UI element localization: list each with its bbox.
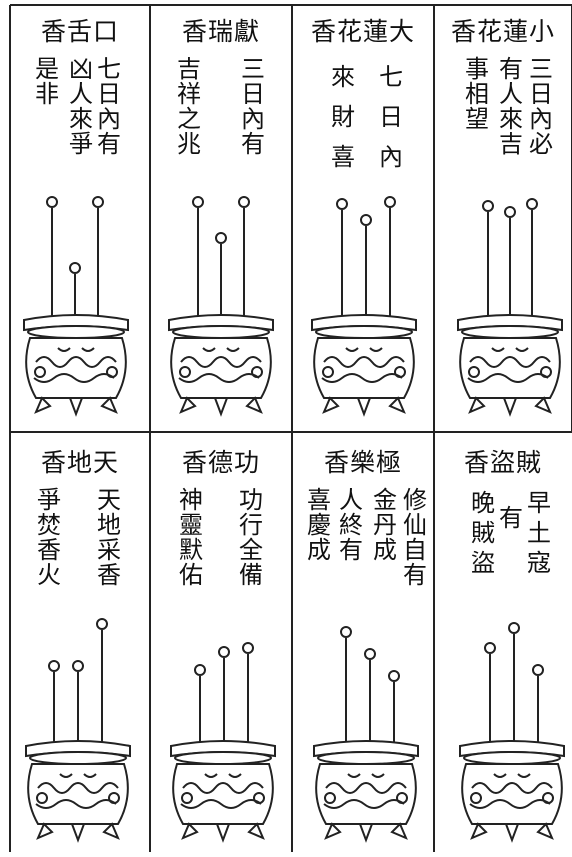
verse-column: 七日內 bbox=[379, 63, 403, 171]
verse-column: 喜慶成 bbox=[307, 486, 331, 564]
verse-column: 修仙自有 bbox=[403, 486, 427, 589]
panel-7: 香樂極 修仙自有 金丹成 人終有 喜慶成 bbox=[292, 432, 434, 852]
censer-icon bbox=[311, 314, 417, 415]
panel-6: 香德功 功行全備 神靈默佑 bbox=[150, 432, 292, 852]
verse-column: 三日內有 bbox=[241, 55, 265, 158]
panel-verse: 功行全備 神靈默佑 bbox=[150, 488, 292, 618]
panel-verse: 修仙自有 金丹成 人終有 喜慶成 bbox=[292, 488, 434, 618]
frame bbox=[9, 4, 572, 852]
panel-title: 香德功 bbox=[181, 448, 260, 477]
censer-icon bbox=[25, 740, 131, 841]
verse-column: 天地采香 bbox=[97, 486, 121, 589]
panel-verse: 七日內 來財喜 bbox=[292, 57, 434, 187]
panel-5: 香地天 天地采香 爭焚香火 bbox=[10, 432, 150, 852]
incense-sticks bbox=[46, 196, 104, 322]
incense-sticks bbox=[482, 198, 538, 322]
verse-column: 神靈默佑 bbox=[179, 486, 203, 589]
verse-column: 七日內有 bbox=[97, 55, 121, 158]
censer-icon bbox=[313, 740, 419, 841]
verse-column: 晚賊盜 bbox=[471, 489, 495, 577]
verse-column: 是非 bbox=[35, 55, 59, 108]
verse-column: 三日內必 bbox=[529, 55, 553, 158]
verse-column: 事相望 bbox=[465, 55, 489, 133]
verse-column: 人終有 bbox=[339, 486, 363, 564]
panel-verse: 三日內有 吉祥之兆 bbox=[150, 57, 292, 187]
verse-column: 來財喜 bbox=[331, 63, 355, 171]
verse-column: 吉祥之兆 bbox=[177, 55, 201, 158]
censer-icon bbox=[459, 740, 565, 841]
panel-verse: 早土寇 有 晚賊盜 bbox=[434, 488, 572, 618]
panel-title: 香舌口 bbox=[40, 17, 119, 46]
panel-3: 香花蓮大 七日內 來財喜 bbox=[292, 5, 434, 430]
incense-sticks bbox=[192, 196, 250, 322]
censer-icon bbox=[170, 740, 276, 841]
panel-title: 香瑞獻 bbox=[181, 17, 260, 46]
verse-column: 早土寇 bbox=[527, 489, 551, 577]
incense-sticks bbox=[340, 626, 400, 748]
panel-4: 香花蓮小 三日內必 有人來吉 事相望 bbox=[434, 5, 572, 430]
panel-title: 香花蓮小 bbox=[450, 17, 555, 46]
verse-column: 金丹成 bbox=[373, 486, 397, 564]
panel-title: 香花蓮大 bbox=[310, 17, 415, 46]
panel-title: 香樂極 bbox=[323, 448, 402, 477]
verse-column: 凶人來爭 bbox=[69, 55, 93, 158]
verse-column: 功行全備 bbox=[239, 486, 263, 589]
panel-title: 香地天 bbox=[40, 448, 119, 477]
incense-sticks bbox=[484, 622, 544, 748]
panel-verse: 七日內有 凶人來爭 是非 bbox=[10, 57, 150, 187]
censer-icon bbox=[457, 314, 563, 415]
incense-sticks bbox=[48, 618, 108, 748]
incense-sticks bbox=[336, 196, 396, 322]
verse-column: 有人來吉 bbox=[499, 55, 523, 158]
censer-icon bbox=[23, 314, 129, 415]
incense-sticks bbox=[194, 642, 254, 748]
verse-column: 有 bbox=[499, 504, 523, 532]
panel-verse: 三日內必 有人來吉 事相望 bbox=[434, 57, 572, 187]
censer-icon bbox=[168, 314, 274, 415]
panel-8: 香盜賊 早土寇 有 晚賊盜 bbox=[434, 432, 572, 852]
panel-title: 香盜賊 bbox=[463, 448, 542, 477]
panel-1: 香舌口 七日內有 凶人來爭 是非 bbox=[10, 5, 150, 430]
verse-column: 爭焚香火 bbox=[37, 486, 61, 589]
panel-verse: 天地采香 爭焚香火 bbox=[10, 488, 150, 618]
panel-2: 香瑞獻 三日內有 吉祥之兆 bbox=[150, 5, 292, 430]
